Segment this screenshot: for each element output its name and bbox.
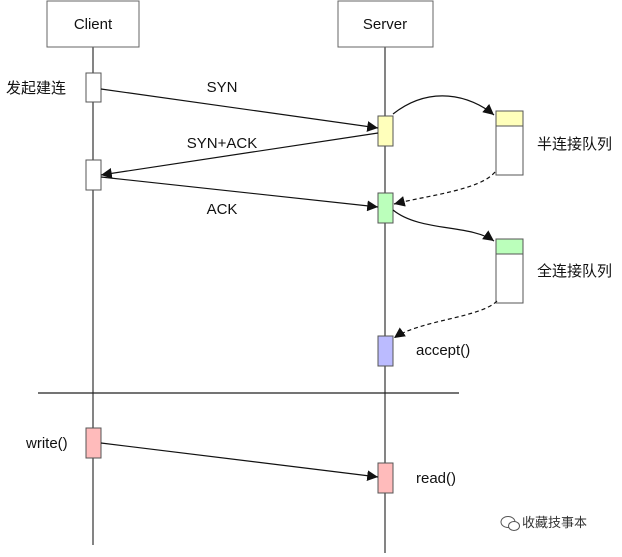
watermark-label: 收藏技事本 (522, 515, 587, 530)
write-label: write() (25, 435, 68, 452)
read-label: read() (416, 470, 456, 487)
initiate-label: 发起建连 (6, 80, 66, 97)
ack-label: ACK (207, 201, 238, 218)
full-connection-queue (495, 238, 524, 304)
half-queue-label: 半连接队列 (537, 136, 612, 153)
client-activation-syn (85, 72, 102, 103)
synack-label: SYN+ACK (187, 135, 257, 152)
syn-label: SYN (207, 79, 238, 96)
full-queue-label: 全连接队列 (537, 262, 612, 280)
dequeue-full-arrow (393, 300, 498, 339)
half-connection-queue (495, 110, 524, 176)
client-label: Client (74, 16, 113, 33)
enqueue-full-arrow (392, 209, 495, 242)
dequeue-half-arrow (393, 171, 496, 207)
client-activation-write (85, 427, 102, 459)
server-actor: Server (337, 0, 434, 48)
server-label: Server (363, 16, 407, 33)
ack-arrow (100, 176, 379, 212)
server-activation-accept (377, 335, 394, 367)
synack-arrow (100, 132, 379, 179)
syn-arrow (100, 88, 379, 132)
server-activation-ack (377, 192, 394, 224)
wechat-icon (500, 516, 520, 531)
enqueue-half-arrow (392, 95, 495, 116)
client-activation-synack (85, 159, 102, 191)
client-actor: Client (46, 0, 140, 48)
write-read-arrow (100, 442, 379, 482)
server-activation-read (377, 462, 394, 494)
accept-label: accept() (416, 342, 470, 359)
server-activation-syn (377, 115, 394, 147)
